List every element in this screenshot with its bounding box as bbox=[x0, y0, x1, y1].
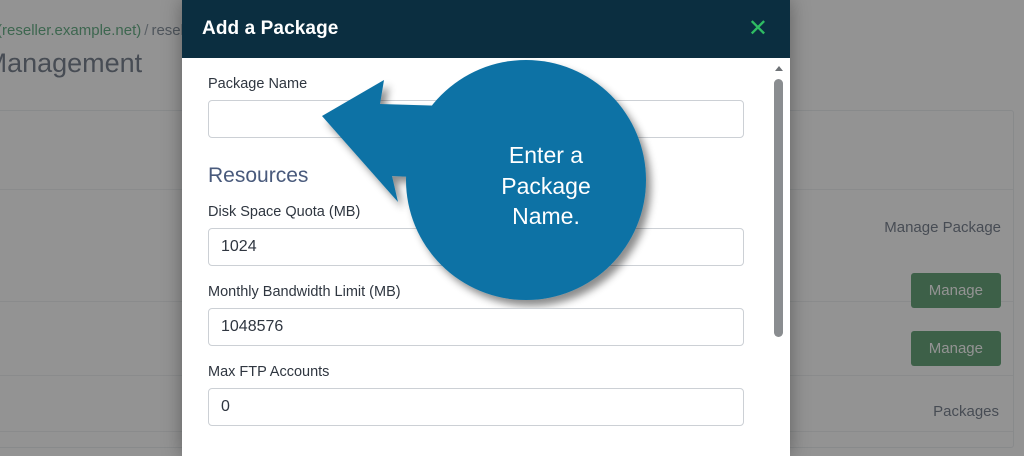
field-package-name: Package Name bbox=[208, 76, 750, 138]
max-ftp-accounts-input[interactable] bbox=[208, 388, 744, 426]
add-package-modal: Add a Package ✕ Package Name Resources D… bbox=[182, 0, 790, 456]
modal-scrollbar[interactable] bbox=[772, 66, 786, 456]
scroll-up-arrow-icon[interactable] bbox=[775, 66, 783, 71]
resources-heading: Resources bbox=[208, 164, 309, 187]
close-icon[interactable]: ✕ bbox=[747, 15, 768, 42]
field-monthly-bandwidth-limit: Monthly Bandwidth Limit (MB) bbox=[208, 284, 750, 346]
field-max-ftp-accounts: Max FTP Accounts bbox=[208, 364, 750, 426]
modal-form: Package Name Resources Disk Space Quota … bbox=[182, 58, 790, 456]
package-name-input[interactable] bbox=[208, 100, 744, 138]
monthly-bandwidth-limit-input[interactable] bbox=[208, 308, 744, 346]
monthly-bandwidth-limit-label: Monthly Bandwidth Limit (MB) bbox=[208, 284, 401, 300]
scrollbar-thumb[interactable] bbox=[774, 79, 783, 337]
max-ftp-accounts-label: Max FTP Accounts bbox=[208, 364, 330, 380]
modal-header: Add a Package ✕ bbox=[182, 0, 790, 58]
package-name-label: Package Name bbox=[208, 76, 308, 92]
modal-body: Package Name Resources Disk Space Quota … bbox=[182, 58, 790, 456]
disk-space-quota-input[interactable] bbox=[208, 228, 744, 266]
field-disk-space-quota: Disk Space Quota (MB) bbox=[208, 204, 750, 266]
disk-space-quota-label: Disk Space Quota (MB) bbox=[208, 204, 361, 220]
modal-title: Add a Package bbox=[202, 18, 339, 39]
